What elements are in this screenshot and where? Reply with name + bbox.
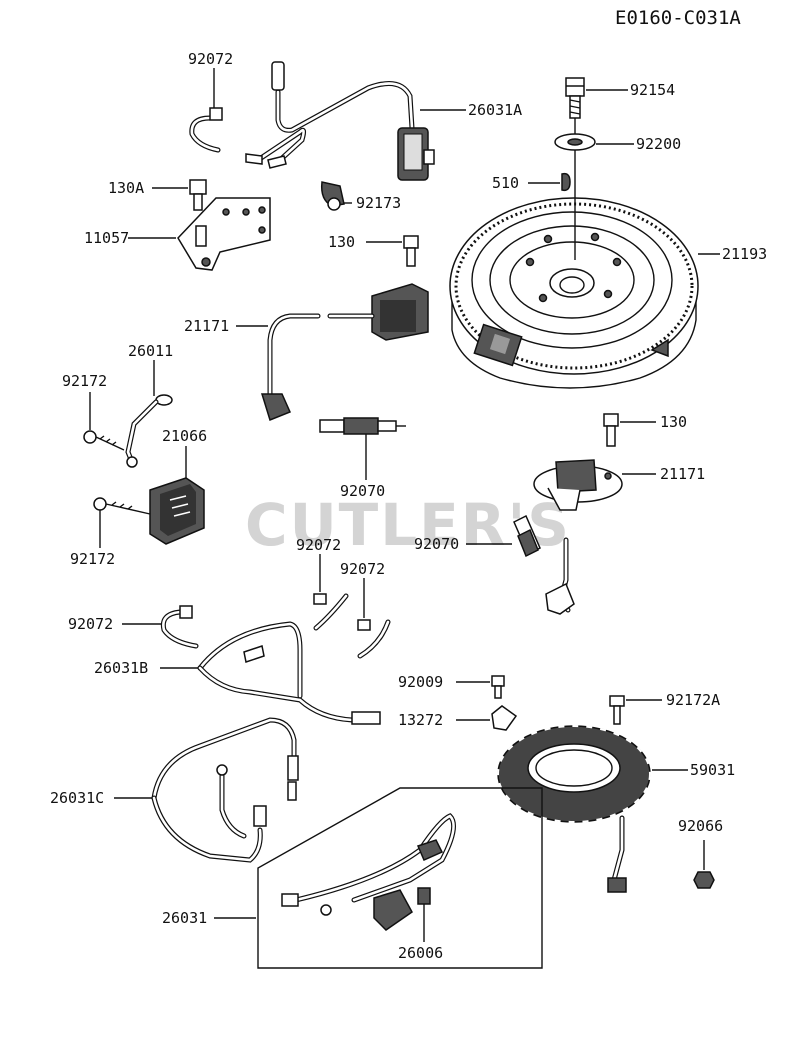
bolt-130-b[interactable]: [603, 413, 619, 447]
label-510: 510: [492, 174, 519, 192]
bracket-11057[interactable]: [177, 197, 271, 271]
label-92070-b: 92070: [414, 535, 459, 553]
regulator-21066[interactable]: [149, 477, 205, 545]
label-26031C: 26031C: [50, 789, 104, 807]
harness-26031B[interactable]: [197, 621, 381, 725]
nut-92066[interactable]: [693, 871, 715, 889]
bolt-130A[interactable]: [189, 179, 207, 211]
label-26031A: 26031A: [468, 101, 522, 119]
label-26031B: 26031B: [94, 659, 148, 677]
label-130-b: 130: [660, 413, 687, 431]
key-510[interactable]: [561, 172, 571, 192]
label-92172A: 92172A: [666, 691, 720, 709]
label-92172-b: 92172: [70, 550, 115, 568]
label-59031: 59031: [690, 761, 735, 779]
label-92173: 92173: [356, 194, 401, 212]
clamp-92173[interactable]: [320, 181, 345, 211]
label-21171-a: 21171: [184, 317, 229, 335]
stator-59031[interactable]: [497, 725, 651, 893]
screw-92009[interactable]: [491, 675, 505, 699]
label-92066: 92066: [678, 817, 723, 835]
label-26011: 26011: [128, 342, 173, 360]
label-11057: 11057: [84, 229, 129, 247]
ignition-coil-21171-b[interactable]: [533, 459, 623, 615]
label-92200: 92200: [636, 135, 681, 153]
label-26006: 26006: [398, 944, 443, 962]
spark-plug-92070-a[interactable]: [319, 417, 406, 435]
label-92172-a: 92172: [62, 372, 107, 390]
label-13272: 13272: [398, 711, 443, 729]
clip-92072-b[interactable]: [313, 593, 349, 631]
harness-26031-box[interactable]: [257, 787, 543, 969]
label-21171-b: 21171: [660, 465, 705, 483]
label-92009: 92009: [398, 673, 443, 691]
lead-26011[interactable]: [125, 394, 173, 468]
spark-plug-92070-b[interactable]: [513, 514, 541, 558]
label-21066: 21066: [162, 427, 207, 445]
screw-92172A[interactable]: [609, 695, 625, 725]
label-92072-d: 92072: [68, 615, 113, 633]
plate-13272[interactable]: [491, 705, 518, 731]
clip-92072-a[interactable]: [189, 107, 223, 153]
ignition-coil-21171-a[interactable]: [260, 283, 429, 421]
washer-92200[interactable]: [554, 133, 596, 151]
label-26031: 26031: [162, 909, 207, 927]
clip-92072-c[interactable]: [357, 619, 391, 659]
diagram-code: E0160-C031A: [615, 7, 741, 29]
harness-26031C[interactable]: [151, 717, 299, 863]
label-130A: 130A: [108, 179, 144, 197]
harness-26031A[interactable]: [245, 61, 435, 181]
screw-92172-a[interactable]: [83, 430, 125, 451]
bolt-130-a[interactable]: [403, 235, 419, 267]
label-92154: 92154: [630, 81, 675, 99]
label-130-a: 130: [328, 233, 355, 251]
label-92070-a: 92070: [340, 482, 385, 500]
label-92072-c: 92072: [340, 560, 385, 578]
label-92072-a: 92072: [188, 50, 233, 68]
flywheel-21193[interactable]: [449, 197, 699, 389]
screw-92172-b[interactable]: [93, 497, 151, 515]
label-92072-b: 92072: [296, 536, 341, 554]
clip-92072-d[interactable]: [160, 605, 199, 649]
label-21193: 21193: [722, 245, 767, 263]
